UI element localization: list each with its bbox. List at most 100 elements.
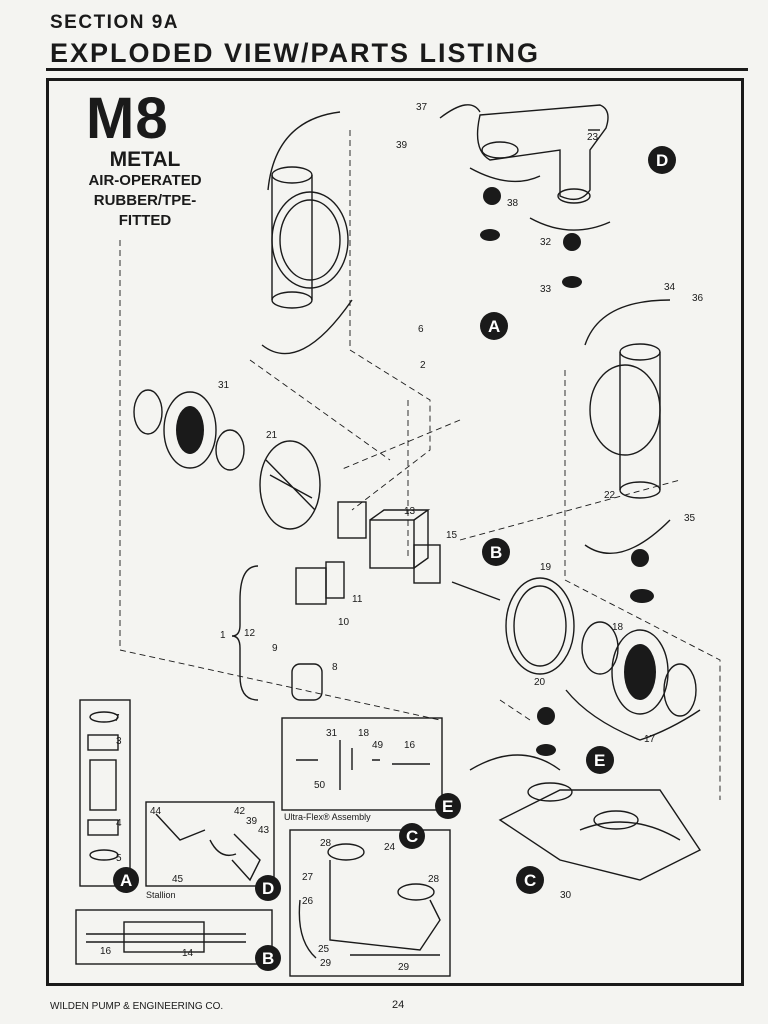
- callout-letter: C: [406, 827, 418, 846]
- diaphragm-left: [163, 391, 217, 469]
- part-number: 26: [302, 896, 314, 907]
- part-number: 5: [116, 853, 122, 864]
- part-number: 49: [372, 740, 384, 751]
- callout-letter: E: [594, 751, 605, 770]
- inset-ultraflex-box: [281, 717, 443, 811]
- callout-b-inset: B: [255, 945, 281, 971]
- muffler: [291, 663, 323, 701]
- inset-b-box: [75, 909, 273, 965]
- part-number: 20: [534, 677, 546, 688]
- callout-letter: C: [524, 871, 536, 890]
- part-number: 21: [266, 430, 278, 441]
- stallion-caption: Stallion: [146, 890, 176, 900]
- valve-ball-inlet: [537, 707, 555, 725]
- callout-a-main: A: [480, 312, 508, 340]
- air-valve-body: [295, 567, 327, 605]
- part-number: 14: [182, 948, 194, 959]
- part-number: 45: [172, 874, 184, 885]
- part-number: 37: [416, 102, 428, 113]
- callout-letter: E: [442, 797, 453, 816]
- part-number: 44: [150, 806, 162, 817]
- part-number: 9: [272, 643, 278, 654]
- clamp-band-top: [439, 104, 481, 119]
- part-number: 28: [320, 838, 332, 849]
- model-material: METAL: [109, 148, 181, 171]
- part-number: 28: [428, 874, 440, 885]
- part-number: 29: [398, 962, 410, 973]
- part-number: 39: [396, 140, 408, 151]
- part-number: 30: [560, 890, 572, 901]
- air-chamber-left: [259, 440, 321, 530]
- part-number: 8: [332, 662, 338, 673]
- inset-stallion-box: [145, 801, 275, 887]
- callout-c-inset: C: [399, 823, 425, 849]
- part-number: 32: [540, 237, 552, 248]
- model-fitting-1: RUBBER/TPE-: [93, 192, 197, 209]
- part-number: 2: [420, 360, 426, 371]
- valve-ball-lower: [631, 549, 649, 567]
- part-number: 24: [384, 842, 396, 853]
- outer-piston-left: [133, 389, 163, 435]
- model-drive: AIR-OPERATED: [88, 172, 202, 189]
- part-number: 34: [664, 282, 676, 293]
- callout-letter: A: [120, 871, 132, 890]
- diagram-frame: [46, 78, 744, 986]
- part-number: 43: [258, 825, 270, 836]
- part-number: 12: [244, 628, 256, 639]
- liquid-chamber-right: [619, 343, 661, 361]
- part-number-labels: 37 39 23 38 32 33 34 36 6 2 31 21 13 15 …: [100, 102, 704, 973]
- center-block: [369, 519, 415, 569]
- callout-b-main: B: [482, 538, 510, 566]
- part-number: 50: [314, 780, 326, 791]
- inset-a-box: [79, 699, 131, 887]
- part-number: 13: [404, 506, 416, 517]
- part-number: 7: [114, 713, 120, 724]
- part-number: 19: [540, 562, 552, 573]
- inlet-manifold: [498, 789, 702, 881]
- part-number: 31: [218, 380, 230, 391]
- part-number: 4: [116, 818, 122, 829]
- callout-letter: B: [262, 949, 274, 968]
- clamp-band-right-upper: [584, 299, 671, 346]
- model-fitting-2: FITTED: [118, 212, 172, 229]
- part-number: 22: [604, 490, 616, 501]
- part-number: 29: [320, 958, 332, 969]
- callout-letter: A: [488, 317, 500, 336]
- air-chamber-right: [505, 577, 575, 675]
- discharge-manifold: [476, 104, 609, 201]
- part-number: 42: [234, 806, 246, 817]
- shaft: [451, 581, 501, 601]
- part-number: 18: [612, 622, 624, 633]
- footer-company: WILDEN PUMP & ENGINEERING CO.: [50, 1001, 224, 1012]
- part-number: 39: [246, 816, 258, 827]
- ultraflex-caption: Ultra-Flex® Assembly: [284, 812, 371, 822]
- part-number: 1: [220, 630, 226, 641]
- clamp-band-left-upper: [267, 111, 341, 191]
- callout-c-main: C: [516, 866, 544, 894]
- part-number: 10: [338, 617, 350, 628]
- assembly-brace: [231, 565, 259, 701]
- part-number: 23: [587, 132, 599, 143]
- callout-e-main: E: [586, 746, 614, 774]
- outer-piston-right: [663, 663, 697, 717]
- part-number: 15: [446, 530, 458, 541]
- part-number: 38: [507, 198, 519, 209]
- part-number: 36: [692, 293, 704, 304]
- part-number: 35: [684, 513, 696, 524]
- clamp-band-left-lower: [261, 299, 353, 355]
- part-number: 27: [302, 872, 314, 883]
- part-number: 3: [116, 736, 122, 747]
- callout-letter: D: [262, 879, 274, 898]
- callout-a-inset: A: [113, 867, 139, 893]
- part-number: 16: [404, 740, 416, 751]
- gasket-right: [413, 544, 441, 584]
- part-number: 11: [352, 594, 363, 605]
- part-number: 17: [644, 734, 656, 745]
- section-label: SECTION 9A: [50, 12, 180, 33]
- callout-d-inset: D: [255, 875, 281, 901]
- title-rule: [46, 68, 748, 71]
- valve-ball-upper-left: [483, 187, 501, 205]
- inset-c-box: [289, 829, 451, 977]
- part-number: 16: [100, 946, 112, 957]
